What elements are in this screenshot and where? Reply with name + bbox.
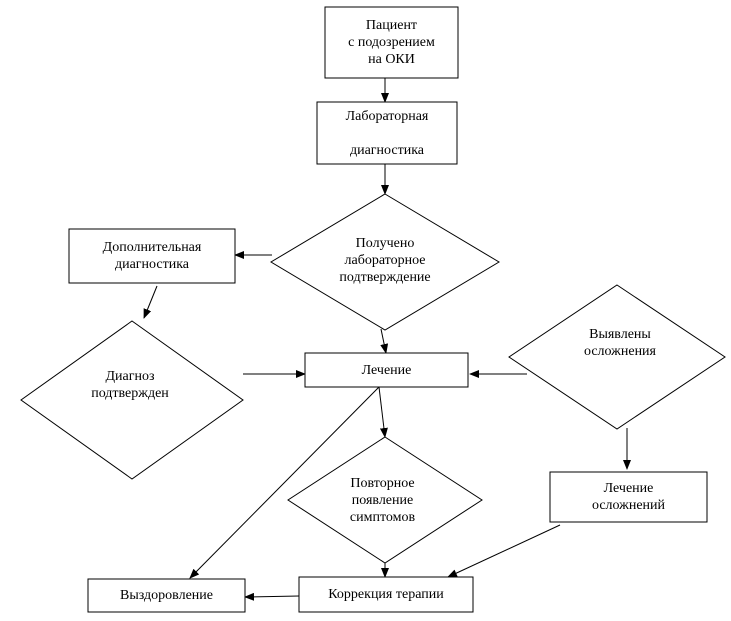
- node-treatment-shape: [304, 352, 469, 388]
- node-therapy-correction-shape: [298, 576, 474, 613]
- node-lab-confirmed-label: Получено лабораторное подтверждение: [339, 235, 431, 285]
- node-recurrence-label: Повторное появление симптомов: [349, 475, 416, 525]
- arrow-lab-confirmed-to-treatment: [380, 328, 389, 354]
- arrow-treatment-to-recurrence: [378, 386, 388, 438]
- node-patient-shape: [324, 6, 459, 79]
- node-complications-treatment-label: Лечение осложнений: [591, 481, 666, 513]
- node-patient-label: Пациент с подозрением на ОКИ: [348, 18, 435, 67]
- arrow-therapy-correction-to-recovery: [244, 592, 300, 601]
- arrow-treatment-to-recovery: [189, 386, 380, 579]
- node-treatment-label: Лечение: [361, 362, 412, 378]
- node-lab-diagnostics-label: Лабораторная диагностика: [345, 108, 429, 158]
- node-recovery-shape: [87, 578, 246, 613]
- node-diagnosis-confirmed-label: Диагноз подтвержден: [91, 369, 169, 401]
- node-recurrence-shape: [287, 436, 483, 564]
- node-extra-diagnostics-label: Дополнительная диагностика: [102, 240, 202, 272]
- node-lab-confirmed-shape: [270, 193, 500, 331]
- node-complications-treatment-shape: [549, 471, 708, 523]
- node-complications-found-label: Выявлены осложнения: [583, 326, 656, 359]
- node-recovery-label: Выздоровление: [120, 588, 213, 603]
- node-extra-diagnostics-shape: [68, 228, 236, 284]
- edges: [143, 78, 631, 601]
- node-complications-found-shape: [508, 284, 726, 430]
- node-lab-diagnostics-shape: [316, 101, 458, 165]
- shapes: [20, 6, 726, 613]
- node-therapy-correction-label: Коррекция терапии: [328, 587, 444, 602]
- arrow-complications-treatment-to-therapy-correction: [447, 524, 561, 578]
- arrow-extra-diagnostics-to-diagnosis-confirmed: [143, 285, 158, 319]
- node-diagnosis-confirmed-shape: [20, 320, 244, 480]
